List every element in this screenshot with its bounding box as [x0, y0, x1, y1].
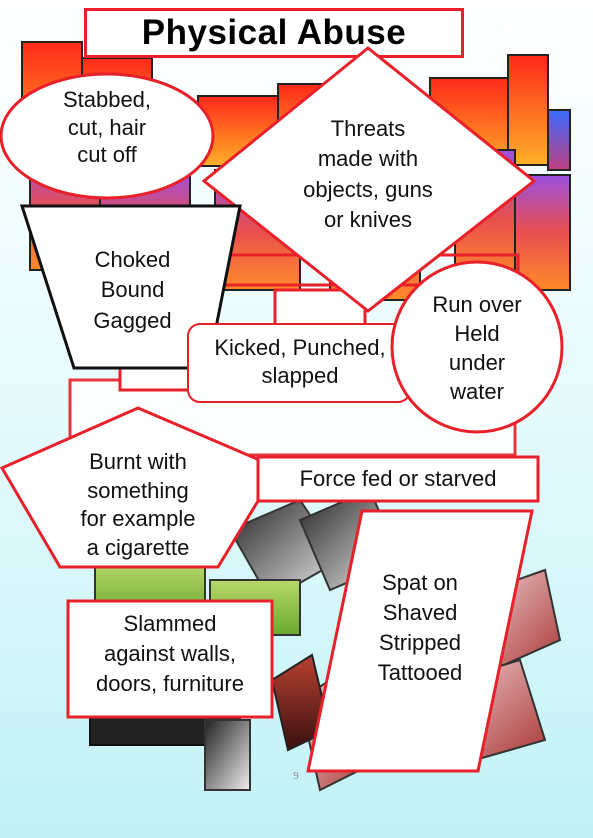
callout-kicked: Kicked, Punched, slapped [214, 335, 386, 389]
callout-run-over: Run over Held under water [432, 292, 522, 405]
callout-burnt: Burnt with something for example a cigar… [80, 449, 196, 560]
callout-slammed: Slammed against walls, doors, furniture [96, 611, 244, 696]
callout-stabbed: Stabbed, cut, hair cut off [62, 87, 152, 167]
callout-threats: Threats made with objects, guns or knive… [303, 116, 433, 233]
callout-force-fed: Force fed or starved [299, 466, 497, 491]
title-banner: Physical Abuse [84, 8, 464, 58]
callout-choked: Choked Bound Gagged [93, 247, 172, 333]
page-number: 9 [293, 770, 299, 782]
page-title: Physical Abuse [141, 13, 407, 52]
callout-spat: Spat on Shaved Stripped Tattooed [377, 570, 463, 685]
